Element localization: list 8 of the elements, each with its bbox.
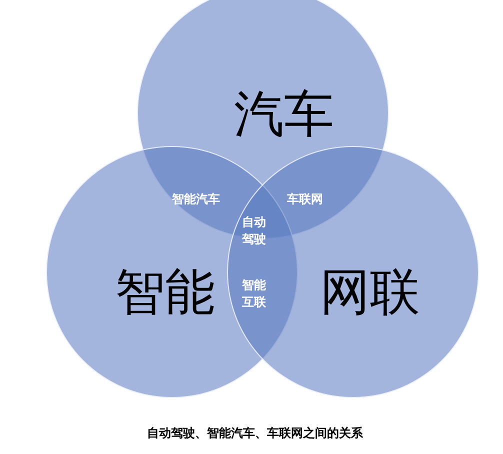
overlap-label: 智能汽车 xyxy=(171,191,221,208)
overlap-label: 自动驾驶 xyxy=(241,214,267,248)
overlap-label: 车联网 xyxy=(286,191,324,208)
caption: 自动驾驶、智能汽车、车联网之间的关系 xyxy=(147,425,363,442)
overlap-label: 智能互联 xyxy=(241,277,267,311)
circle-label: 智能 xyxy=(115,267,215,317)
circle-label: 网联 xyxy=(320,267,420,317)
circle-label: 汽车 xyxy=(234,89,334,139)
